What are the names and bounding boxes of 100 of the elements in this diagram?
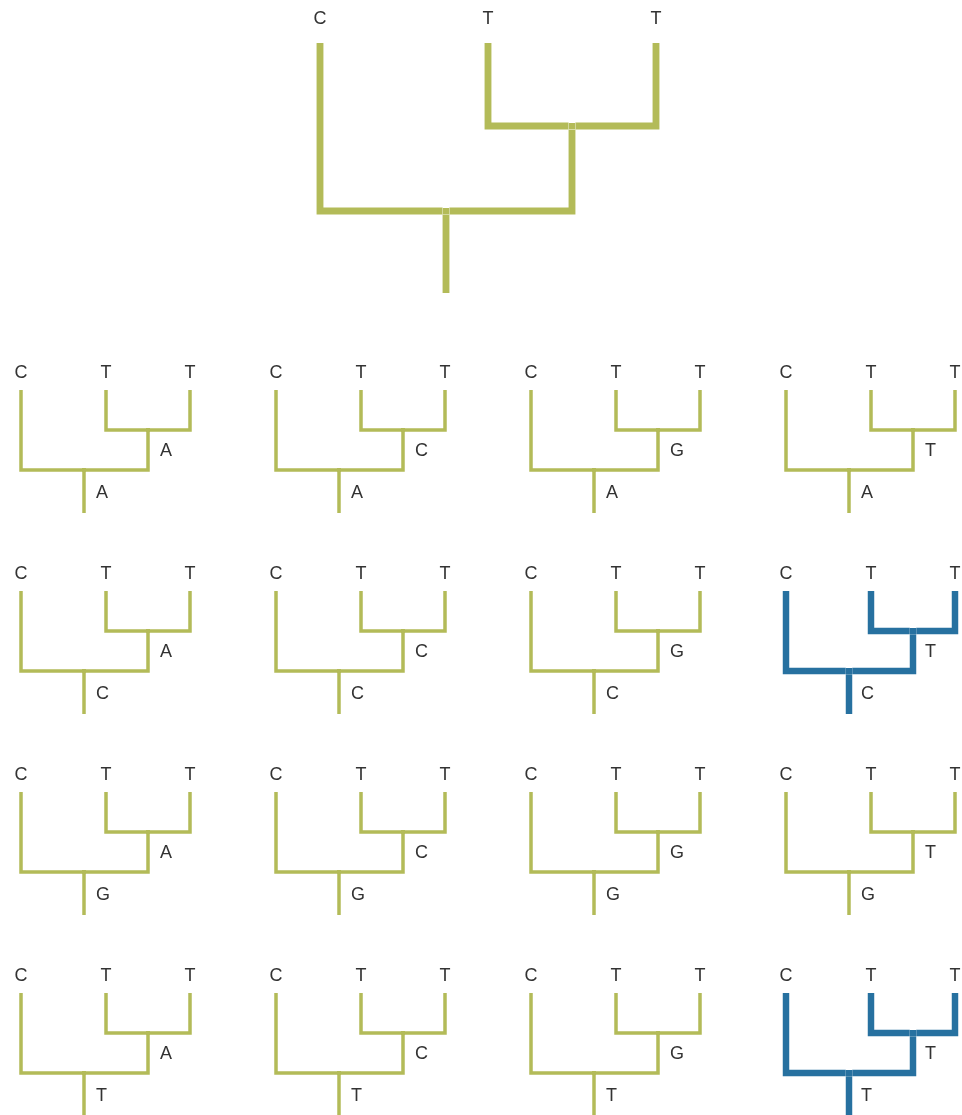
node-label: G <box>351 884 365 904</box>
branch-node <box>82 669 86 673</box>
leaf-label: T <box>100 965 112 985</box>
leaf-label: C <box>779 362 793 382</box>
node-label: T <box>925 641 936 661</box>
leaf-label: C <box>524 563 538 583</box>
tree-branch <box>340 1034 405 1075</box>
leaf-label: T <box>355 362 367 382</box>
branch-node <box>568 122 576 130</box>
tree-branch <box>104 390 147 432</box>
tree-branch <box>847 471 851 513</box>
node-label: A <box>160 641 172 661</box>
tree-branch <box>337 873 341 915</box>
tree-branch <box>82 471 86 513</box>
branch-node <box>401 830 405 834</box>
node-label: T <box>606 1085 617 1105</box>
branch-node <box>845 667 853 675</box>
branch-node <box>911 428 915 432</box>
leaf-label: C <box>269 965 283 985</box>
tree-branch <box>659 792 702 834</box>
node-label: C <box>415 440 428 460</box>
leaf-label: C <box>14 563 28 583</box>
node-label: G <box>670 1043 684 1063</box>
tree-branch <box>85 833 150 874</box>
branch-node <box>911 830 915 834</box>
node-label: A <box>606 482 618 502</box>
leaf-label: C <box>779 965 793 985</box>
leaf-label: C <box>524 965 538 985</box>
branch-node <box>337 468 341 472</box>
leaf-label: T <box>949 764 961 784</box>
tree-branch <box>85 1034 150 1075</box>
branch-node <box>82 870 86 874</box>
branch-node <box>656 1031 660 1035</box>
node-label: G <box>670 842 684 862</box>
tree-branch <box>592 1074 596 1115</box>
leaf-label: T <box>439 965 451 985</box>
branch-node <box>401 1031 405 1035</box>
tree-branch <box>784 792 848 874</box>
tree-branch <box>85 431 150 472</box>
leaf-label: T <box>949 563 961 583</box>
leaf-label: T <box>694 563 706 583</box>
tree-branch <box>404 792 447 834</box>
node-label: C <box>96 683 109 703</box>
leaf-label: T <box>865 563 877 583</box>
tree-branch <box>104 792 147 834</box>
branch-node <box>442 207 450 215</box>
leaf-label: T <box>610 965 622 985</box>
tree-branch <box>614 792 657 834</box>
tree-branch <box>614 591 657 633</box>
leaf-label: T <box>949 362 961 382</box>
branch-node <box>592 468 596 472</box>
node-label: G <box>96 884 110 904</box>
branch-node <box>401 428 405 432</box>
node-label: G <box>670 440 684 460</box>
leaf-label: T <box>610 764 622 784</box>
branch-node <box>592 669 596 673</box>
leaf-label: T <box>439 764 451 784</box>
tree-branch <box>404 591 447 633</box>
leaf-label: T <box>482 8 494 28</box>
leaf-label: C <box>14 965 28 985</box>
branch-node <box>847 870 851 874</box>
node-label: C <box>351 683 364 703</box>
branch-node <box>592 870 596 874</box>
node-label: A <box>861 482 873 502</box>
tree-branch <box>19 591 83 673</box>
node-label: A <box>96 482 108 502</box>
node-label: G <box>861 884 875 904</box>
leaf-label: C <box>779 764 793 784</box>
node-label: A <box>160 842 172 862</box>
tree-branch <box>592 471 596 513</box>
node-label: T <box>925 440 936 460</box>
tree-branch <box>852 1036 917 1077</box>
tree-branch <box>85 632 150 673</box>
tree-branch <box>149 792 192 834</box>
leaf-label: T <box>355 965 367 985</box>
tree-branch <box>592 873 596 915</box>
node-label: G <box>670 641 684 661</box>
branch-node <box>909 1029 917 1037</box>
leaf-label: T <box>184 563 196 583</box>
tree-branch <box>359 390 402 432</box>
tree-branch <box>847 873 851 915</box>
branch-node <box>656 428 660 432</box>
tree-branch <box>359 591 402 633</box>
leaf-label: C <box>14 764 28 784</box>
leaf-label: T <box>949 965 961 985</box>
tree-branch <box>852 634 917 675</box>
tree-branch <box>595 431 660 472</box>
leaf-label: T <box>865 362 877 382</box>
leaf-label: T <box>439 362 451 382</box>
tree-branch <box>359 993 402 1035</box>
node-label: A <box>160 1043 172 1063</box>
leaf-label: T <box>694 764 706 784</box>
tree-branch <box>19 792 83 874</box>
tree-branch <box>614 390 657 432</box>
tree-branch <box>337 672 341 714</box>
tree-branch <box>149 993 192 1035</box>
tree-branch <box>82 672 86 714</box>
tree-branch <box>914 792 957 834</box>
tree-branch <box>404 390 447 432</box>
leaf-label: C <box>313 8 327 28</box>
